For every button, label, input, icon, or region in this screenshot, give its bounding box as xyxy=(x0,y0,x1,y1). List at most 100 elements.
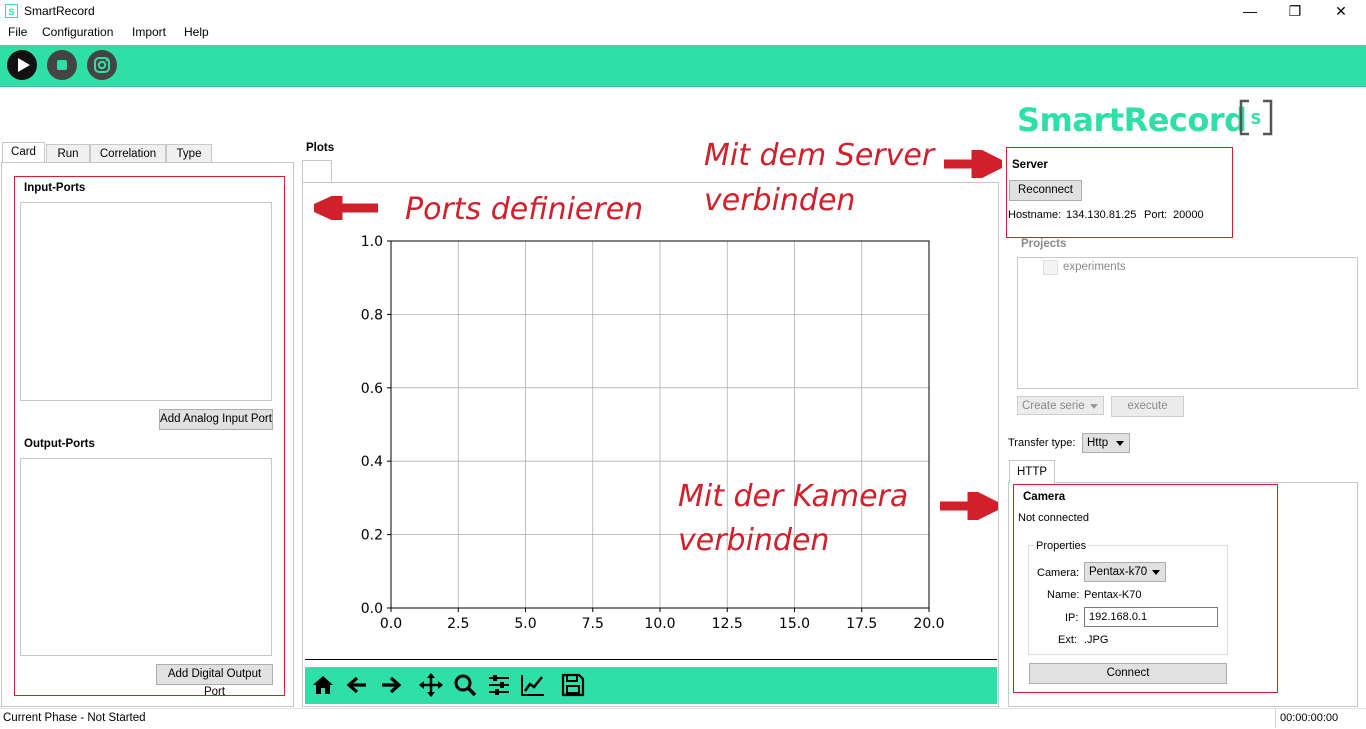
camera-ip-label: IP: xyxy=(1065,612,1079,624)
plots-tab-frame xyxy=(302,160,332,184)
x-tick-label: 20.0 xyxy=(913,616,944,632)
tab-run[interactable]: Run xyxy=(46,144,90,163)
annotation-camera-line1: Mit der Kamera xyxy=(678,479,909,514)
plot-toolbar xyxy=(305,667,997,704)
x-tick-label: 17.5 xyxy=(846,616,877,632)
tab-type[interactable]: Type xyxy=(166,144,212,163)
input-ports-title: Input-Ports xyxy=(24,182,86,194)
input-ports-list[interactable] xyxy=(20,202,272,401)
port-label: Port: xyxy=(1144,209,1168,221)
camera-ext-label: Ext: xyxy=(1058,634,1077,646)
camera-model-value: Pentax-k70 xyxy=(1089,566,1148,578)
current-phase-status: Current Phase - Not Started xyxy=(3,712,146,724)
y-axis-ticks: 0.00.20.40.60.81.0 xyxy=(361,234,391,617)
y-tick-label: 0.0 xyxy=(361,601,383,617)
home-icon[interactable] xyxy=(310,672,336,698)
stop-icon[interactable] xyxy=(47,50,77,80)
zoom-icon[interactable] xyxy=(452,672,478,698)
menu-configuration[interactable]: Configuration xyxy=(42,25,114,39)
x-tick-label: 5.0 xyxy=(514,616,536,632)
back-arrow-icon[interactable] xyxy=(344,672,370,698)
camera-model-dropdown[interactable]: Pentax-k70 xyxy=(1084,562,1166,582)
ports-highlight-box xyxy=(14,176,285,696)
chevron-down-icon xyxy=(1152,570,1160,575)
transfer-type-value: Http xyxy=(1087,437,1109,449)
properties-group xyxy=(1028,545,1228,655)
reconnect-button[interactable]: Reconnect xyxy=(1009,180,1082,201)
app-icon: S xyxy=(5,4,18,18)
menu-file[interactable]: File xyxy=(8,25,28,39)
camera-status: Not connected xyxy=(1018,512,1089,524)
main-toolbar xyxy=(0,45,1366,87)
annotation-server-line1: Mit dem Server xyxy=(704,138,935,173)
status-divider xyxy=(1275,709,1276,728)
y-tick-label: 0.4 xyxy=(361,454,383,470)
create-serie-dropdown[interactable]: Create serie xyxy=(1017,396,1104,415)
x-tick-label: 2.5 xyxy=(447,616,469,632)
projects-tree[interactable] xyxy=(1017,257,1358,389)
status-bar xyxy=(0,708,1366,729)
annotation-ports: Ports definieren xyxy=(405,192,644,227)
title-bar xyxy=(0,0,1366,23)
edit-axis-icon[interactable] xyxy=(520,672,546,698)
camera-arrow-icon xyxy=(940,492,998,520)
project-item-experiments[interactable]: experiments xyxy=(1063,261,1126,273)
output-ports-list[interactable] xyxy=(20,458,272,656)
y-tick-label: 0.6 xyxy=(361,381,383,397)
menu-import[interactable]: Import xyxy=(132,25,167,39)
restore-button[interactable]: ❐ xyxy=(1288,3,1302,19)
window-title: SmartRecord xyxy=(24,4,95,18)
camera-highlight-box xyxy=(1013,484,1278,693)
projects-title: Projects xyxy=(1021,238,1067,250)
port-value: 20000 xyxy=(1173,209,1204,221)
camera-name-value: Pentax-K70 xyxy=(1084,589,1142,601)
annotation-server-line2: verbinden xyxy=(704,183,856,218)
x-tick-label: 12.5 xyxy=(712,616,743,632)
plot-toolbar-divider xyxy=(305,659,997,660)
camera-ip-field[interactable] xyxy=(1084,607,1218,627)
create-serie-label: Create serie xyxy=(1022,400,1085,412)
camera-ext-value: .JPG xyxy=(1084,634,1109,646)
play-icon[interactable] xyxy=(7,50,37,80)
tab-http[interactable]: HTTP xyxy=(1009,460,1055,483)
tab-correlation[interactable]: Correlation xyxy=(90,144,166,163)
chevron-down-icon xyxy=(1116,441,1124,446)
server-highlight-box xyxy=(1006,147,1233,238)
minimize-button[interactable]: — xyxy=(1243,3,1257,19)
menu-help[interactable]: Help xyxy=(184,25,209,39)
camera-select-label: Camera: xyxy=(1037,567,1080,579)
properties-title: Properties xyxy=(1034,540,1089,552)
execute-button[interactable]: execute xyxy=(1111,396,1184,417)
close-button[interactable]: ✕ xyxy=(1335,3,1347,19)
ports-arrow-icon xyxy=(314,196,378,220)
connect-button[interactable]: Connect xyxy=(1029,663,1227,684)
plots-panel xyxy=(302,182,999,707)
add-digital-output-port-button[interactable]: Add Digital Output Port xyxy=(156,664,273,698)
transfer-type-label: Transfer type: xyxy=(1008,437,1076,449)
status-timer: 00:00:00:00 xyxy=(1280,712,1339,724)
save-icon[interactable] xyxy=(560,672,586,698)
http-tab-panel xyxy=(1008,482,1358,707)
transfer-type-dropdown[interactable]: Http xyxy=(1082,433,1130,453)
tab-card[interactable]: Card xyxy=(2,142,45,163)
logo-text: SmartRecord xyxy=(1017,101,1247,139)
add-analog-input-port-button[interactable]: Add Analog Input Port xyxy=(159,409,273,430)
hostname-label: Hostname: xyxy=(1008,209,1062,221)
y-tick-label: 0.2 xyxy=(361,528,383,544)
logo-mark-letter: S xyxy=(1251,110,1262,128)
logo-mark-icon: S xyxy=(1239,99,1273,136)
configure-subplots-icon[interactable] xyxy=(486,672,512,698)
tab-plots[interactable]: Plots xyxy=(306,142,335,154)
pan-icon[interactable] xyxy=(418,672,444,698)
project-checkbox[interactable] xyxy=(1043,260,1058,275)
camera-icon[interactable] xyxy=(87,50,117,80)
annotation-camera-line2: verbinden xyxy=(678,523,830,558)
chart-grid xyxy=(390,240,930,609)
forward-arrow-icon[interactable] xyxy=(378,672,404,698)
server-title: Server xyxy=(1012,159,1048,171)
x-tick-label: 0.0 xyxy=(380,616,402,632)
hostname-value: 134.130.81.25 xyxy=(1066,209,1137,221)
x-tick-label: 15.0 xyxy=(779,616,810,632)
